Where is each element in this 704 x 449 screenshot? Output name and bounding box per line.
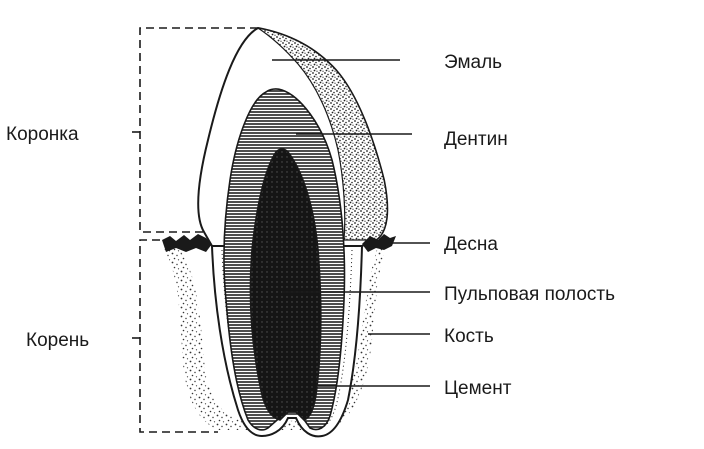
- label-bone: Кость: [444, 326, 494, 347]
- label-gum: Десна: [444, 234, 498, 255]
- label-pulp: Пульповая полость: [444, 284, 615, 305]
- crown-bracket: [132, 27, 258, 233]
- label-enamel: Эмаль: [444, 52, 502, 73]
- root-bracket: [132, 239, 218, 433]
- pulp-cavity: [249, 148, 322, 421]
- label-root: Корень: [26, 330, 89, 351]
- label-crown: Коронка: [6, 124, 79, 145]
- label-cement: Цемент: [444, 378, 512, 399]
- bone-region: [162, 246, 386, 430]
- label-dentin: Дентин: [444, 129, 508, 150]
- leader-lines: [272, 59, 430, 387]
- gum: [162, 234, 396, 252]
